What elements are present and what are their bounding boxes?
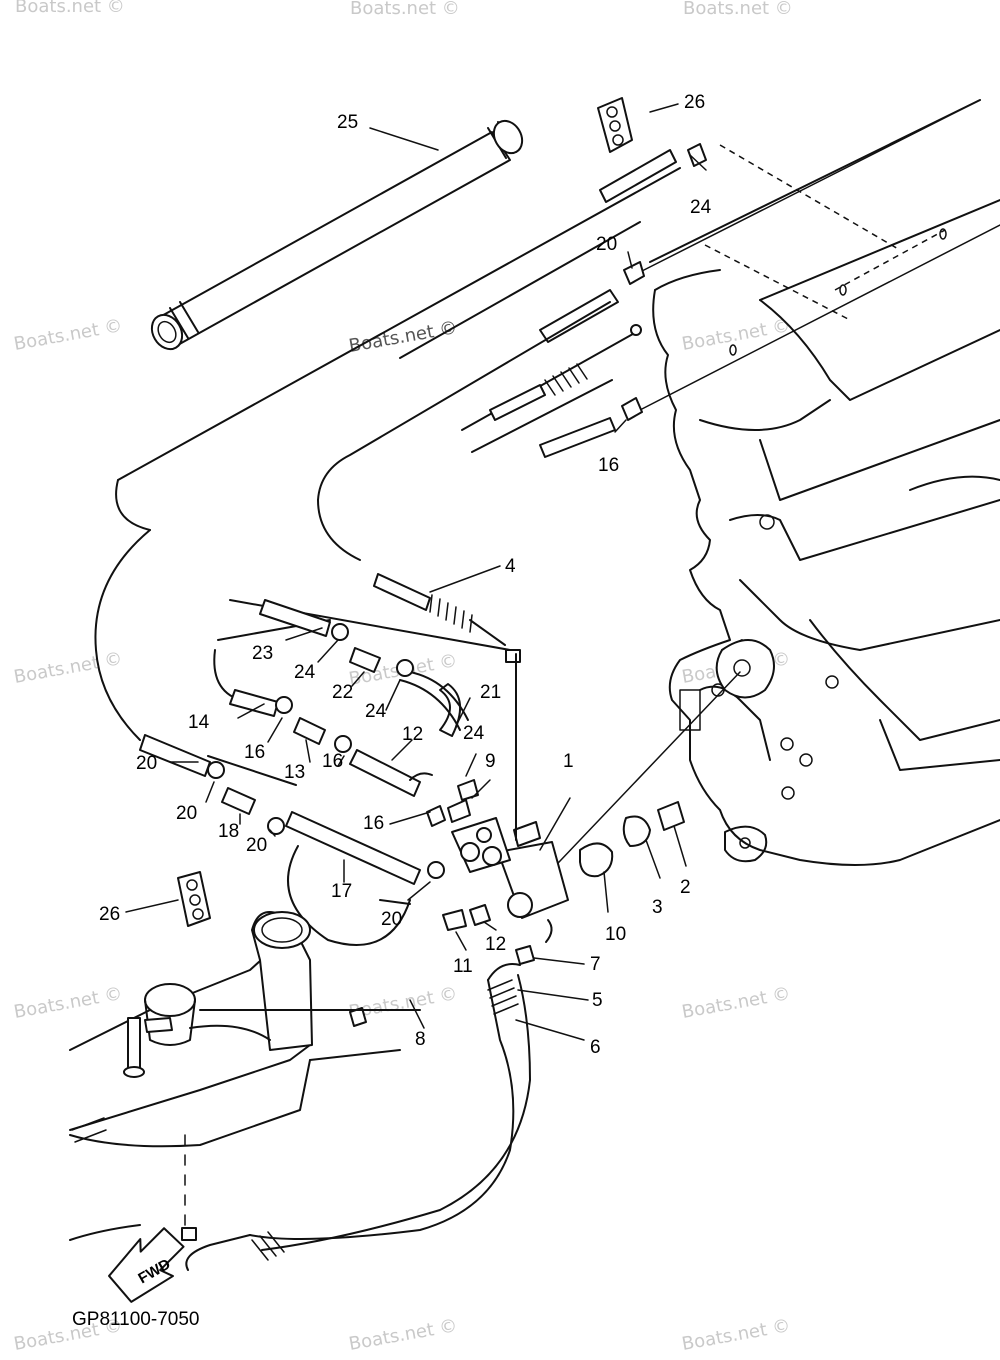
callout-23: 23 — [252, 643, 273, 664]
callout-12: 12 — [485, 934, 506, 955]
callout-24: 24 — [690, 197, 712, 218]
watermark: Boats.net © — [680, 1315, 792, 1355]
part-25-tube — [150, 119, 524, 351]
part-code: GP81100-7050 — [72, 1309, 199, 1330]
callout-16: 16 — [244, 742, 265, 763]
watermark: Boats.net © — [15, 0, 125, 17]
callout-9: 9 — [485, 751, 496, 772]
callout-26: 26 — [99, 904, 120, 925]
callout-11: 11 — [453, 956, 473, 977]
callout-19: 20 — [136, 753, 157, 774]
callout-14: 13 — [284, 762, 305, 783]
engine-block-drawing — [539, 99, 1000, 883]
callout-16: 16 — [598, 455, 619, 476]
part-6-hose — [185, 963, 531, 1271]
watermark: Boats.net © — [12, 983, 124, 1023]
callout-18: 18 — [218, 821, 239, 842]
callout-15: 14 — [188, 712, 210, 733]
callout-labels: 25 26 24 20 16 4 23 24 22 21 24 14 16 13… — [99, 92, 712, 1058]
watermark: Boats.net © — [12, 315, 124, 355]
callout-5: 5 — [592, 990, 603, 1011]
watermark: Boats.net © — [12, 648, 124, 688]
watermark: Boats.net © — [680, 983, 792, 1023]
oil-pump-assembly — [426, 653, 685, 965]
callout-20: 20 — [381, 909, 402, 930]
callout-16: 16 — [322, 751, 343, 772]
oil-tank-drawing — [69, 911, 421, 1241]
watermark: Boats.net © — [347, 1315, 459, 1355]
callout-16: 16 — [363, 813, 384, 834]
callout-4: 4 — [505, 556, 516, 577]
callout-6: 6 — [590, 1037, 601, 1058]
callout-20: 20 — [596, 234, 617, 255]
callout-25: 25 — [337, 112, 358, 133]
part-26-clip-upper — [597, 97, 633, 153]
callout-24: 24 — [294, 662, 316, 683]
callout-20: 20 — [246, 835, 267, 856]
callout-8: 8 — [415, 1029, 426, 1050]
fwd-arrow: FWD — [108, 1227, 185, 1303]
callout-10: 10 — [605, 924, 626, 945]
callout-20: 20 — [176, 803, 197, 824]
callout-1: 1 — [563, 751, 574, 772]
callout-2: 2 — [680, 877, 691, 898]
left-hoses-drawing — [94, 529, 469, 946]
callout-22: 22 — [332, 682, 353, 703]
watermark: Boats.net © — [347, 317, 459, 357]
callout-24: 24 — [463, 723, 485, 744]
callout-7: 7 — [590, 954, 601, 975]
callout-24: 24 — [365, 701, 387, 722]
callout-17: 17 — [331, 881, 352, 902]
part-26-clip-lower — [177, 871, 211, 927]
watermark: Boats.net © — [350, 0, 460, 19]
leader-lines — [125, 103, 707, 1041]
callout-26: 26 — [684, 92, 705, 113]
callout-3: 3 — [652, 897, 663, 918]
watermark: Boats.net © — [683, 0, 793, 19]
upper-hoses-drawing — [115, 143, 707, 561]
callout-13: 12 — [402, 724, 423, 745]
callout-21: 21 — [480, 682, 501, 703]
